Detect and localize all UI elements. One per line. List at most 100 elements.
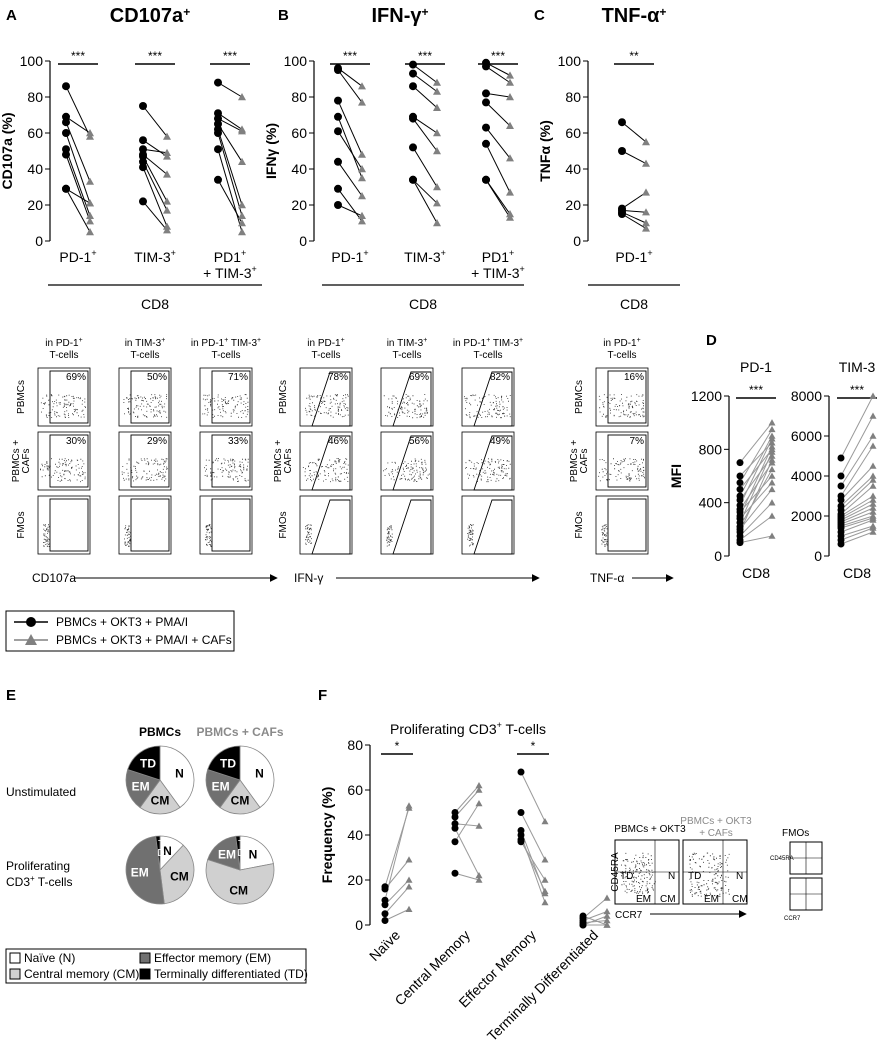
panel-title: TNF-α+ xyxy=(602,5,667,27)
pair-line xyxy=(485,143,511,193)
pair-line xyxy=(840,525,874,537)
point-baseline xyxy=(482,139,490,148)
flow-gate xyxy=(473,499,513,555)
point-caf xyxy=(506,71,514,79)
point-baseline xyxy=(837,482,845,490)
point-caf xyxy=(869,412,877,419)
pair-line xyxy=(739,451,773,523)
y-tick-label: 40 xyxy=(291,161,307,177)
flow-events xyxy=(205,524,212,547)
point-caf xyxy=(603,908,611,915)
pie-slice-em xyxy=(205,768,241,809)
panel-f-flow-plots: PBMCs + OKT3 PBMCs + OKT3 + CAFs FMOs TD… xyxy=(610,816,823,922)
pair-line xyxy=(840,435,874,487)
flow-plot xyxy=(199,495,253,555)
point-caf xyxy=(506,213,514,221)
significance-label: * xyxy=(395,739,400,753)
pair-line xyxy=(337,161,363,197)
point-caf xyxy=(869,482,877,489)
pie-row-unstimulated: Unstimulated xyxy=(6,785,76,799)
point-baseline xyxy=(517,768,525,776)
flow-plot xyxy=(299,431,353,491)
y-tick-label: 60 xyxy=(27,125,43,141)
pie-segment-label-small: T xyxy=(158,839,164,850)
flow-gate-percent: 30% xyxy=(66,436,86,447)
flow-f-quad-n-2: N xyxy=(736,871,743,882)
pair-line xyxy=(65,188,91,233)
flow-gate-header-line2: T-cells xyxy=(312,350,341,361)
point-baseline xyxy=(214,129,222,137)
significance-label: ** xyxy=(629,49,639,63)
flow-gate xyxy=(130,434,170,488)
pair-line xyxy=(412,64,438,83)
flow-f-events xyxy=(689,852,730,897)
pie-column-caf: PBMCs + CAFs xyxy=(196,725,283,739)
pie-slice-cm xyxy=(219,779,261,815)
flow-gate-percent: 33% xyxy=(228,436,248,447)
flow-events xyxy=(124,525,131,547)
flow-gate xyxy=(49,370,89,424)
flow-gate xyxy=(130,370,170,424)
point-caf xyxy=(541,876,549,883)
pair-line xyxy=(840,531,874,545)
significance-label: *** xyxy=(343,49,357,63)
point-caf xyxy=(405,876,413,883)
point-caf xyxy=(869,462,877,469)
pie-segment-label: N xyxy=(255,767,264,781)
panel-e-pie-charts: PBMCs PBMCs + CAFs Unstimulated Prolifer… xyxy=(6,725,284,905)
point-caf xyxy=(475,872,483,879)
flow-gate-header-line2: T-cells xyxy=(50,350,79,361)
point-caf xyxy=(768,435,776,442)
pair-line xyxy=(65,149,91,216)
y-tick-label: 400 xyxy=(699,495,723,511)
flow-gate xyxy=(211,498,251,552)
point-baseline xyxy=(736,479,744,487)
significance-label: *** xyxy=(850,383,864,397)
pair-line xyxy=(337,100,363,155)
pair-line xyxy=(840,495,874,517)
flow-row-label: CAFs xyxy=(283,449,294,474)
pair-line xyxy=(337,204,363,217)
panel-title: CD107a+ xyxy=(110,5,190,27)
flow-gate xyxy=(473,371,513,427)
flow-gate-percent: 78% xyxy=(328,372,348,383)
point-caf xyxy=(642,188,650,196)
pair-line xyxy=(454,789,480,818)
flow-plot xyxy=(37,495,91,555)
flow-events xyxy=(383,394,428,419)
point-baseline xyxy=(482,123,490,132)
point-caf xyxy=(869,496,877,503)
point-caf xyxy=(238,211,246,219)
group-bracket-label: CD8 xyxy=(409,296,437,312)
point-baseline xyxy=(736,496,744,504)
point-caf xyxy=(163,132,171,140)
pair-line xyxy=(739,459,773,533)
flow-f-title-left: PBMCs + OKT3 xyxy=(614,824,686,835)
point-caf xyxy=(869,504,877,511)
pair-line xyxy=(739,489,773,530)
point-caf xyxy=(768,456,776,463)
pie-legend-em: Effector memory (EM) xyxy=(154,951,271,965)
mfi-group-label: CD8 xyxy=(742,565,770,581)
point-baseline xyxy=(618,210,626,218)
point-caf xyxy=(869,432,877,439)
pair-line xyxy=(739,462,773,510)
y-tick-label: 20 xyxy=(347,872,363,888)
point-baseline xyxy=(451,813,459,821)
flow-row-label: CAFs xyxy=(579,449,590,474)
pie-segment-label: CM xyxy=(170,869,189,883)
point-caf xyxy=(768,448,776,455)
significance-label: *** xyxy=(749,383,763,397)
flow-events xyxy=(601,524,608,547)
pair-line xyxy=(840,507,874,523)
pie-slice-cm xyxy=(139,779,181,815)
flow-f-fmo-yaxis: CD45RA xyxy=(770,856,794,862)
flow-f-xaxis: CCR7 xyxy=(615,910,643,921)
pair-line xyxy=(582,915,608,926)
flow-x-axis-label: CD107a xyxy=(32,571,76,585)
flow-f-quad-cm-2: CM xyxy=(732,894,748,905)
y-tick-label: 100 xyxy=(284,53,308,69)
